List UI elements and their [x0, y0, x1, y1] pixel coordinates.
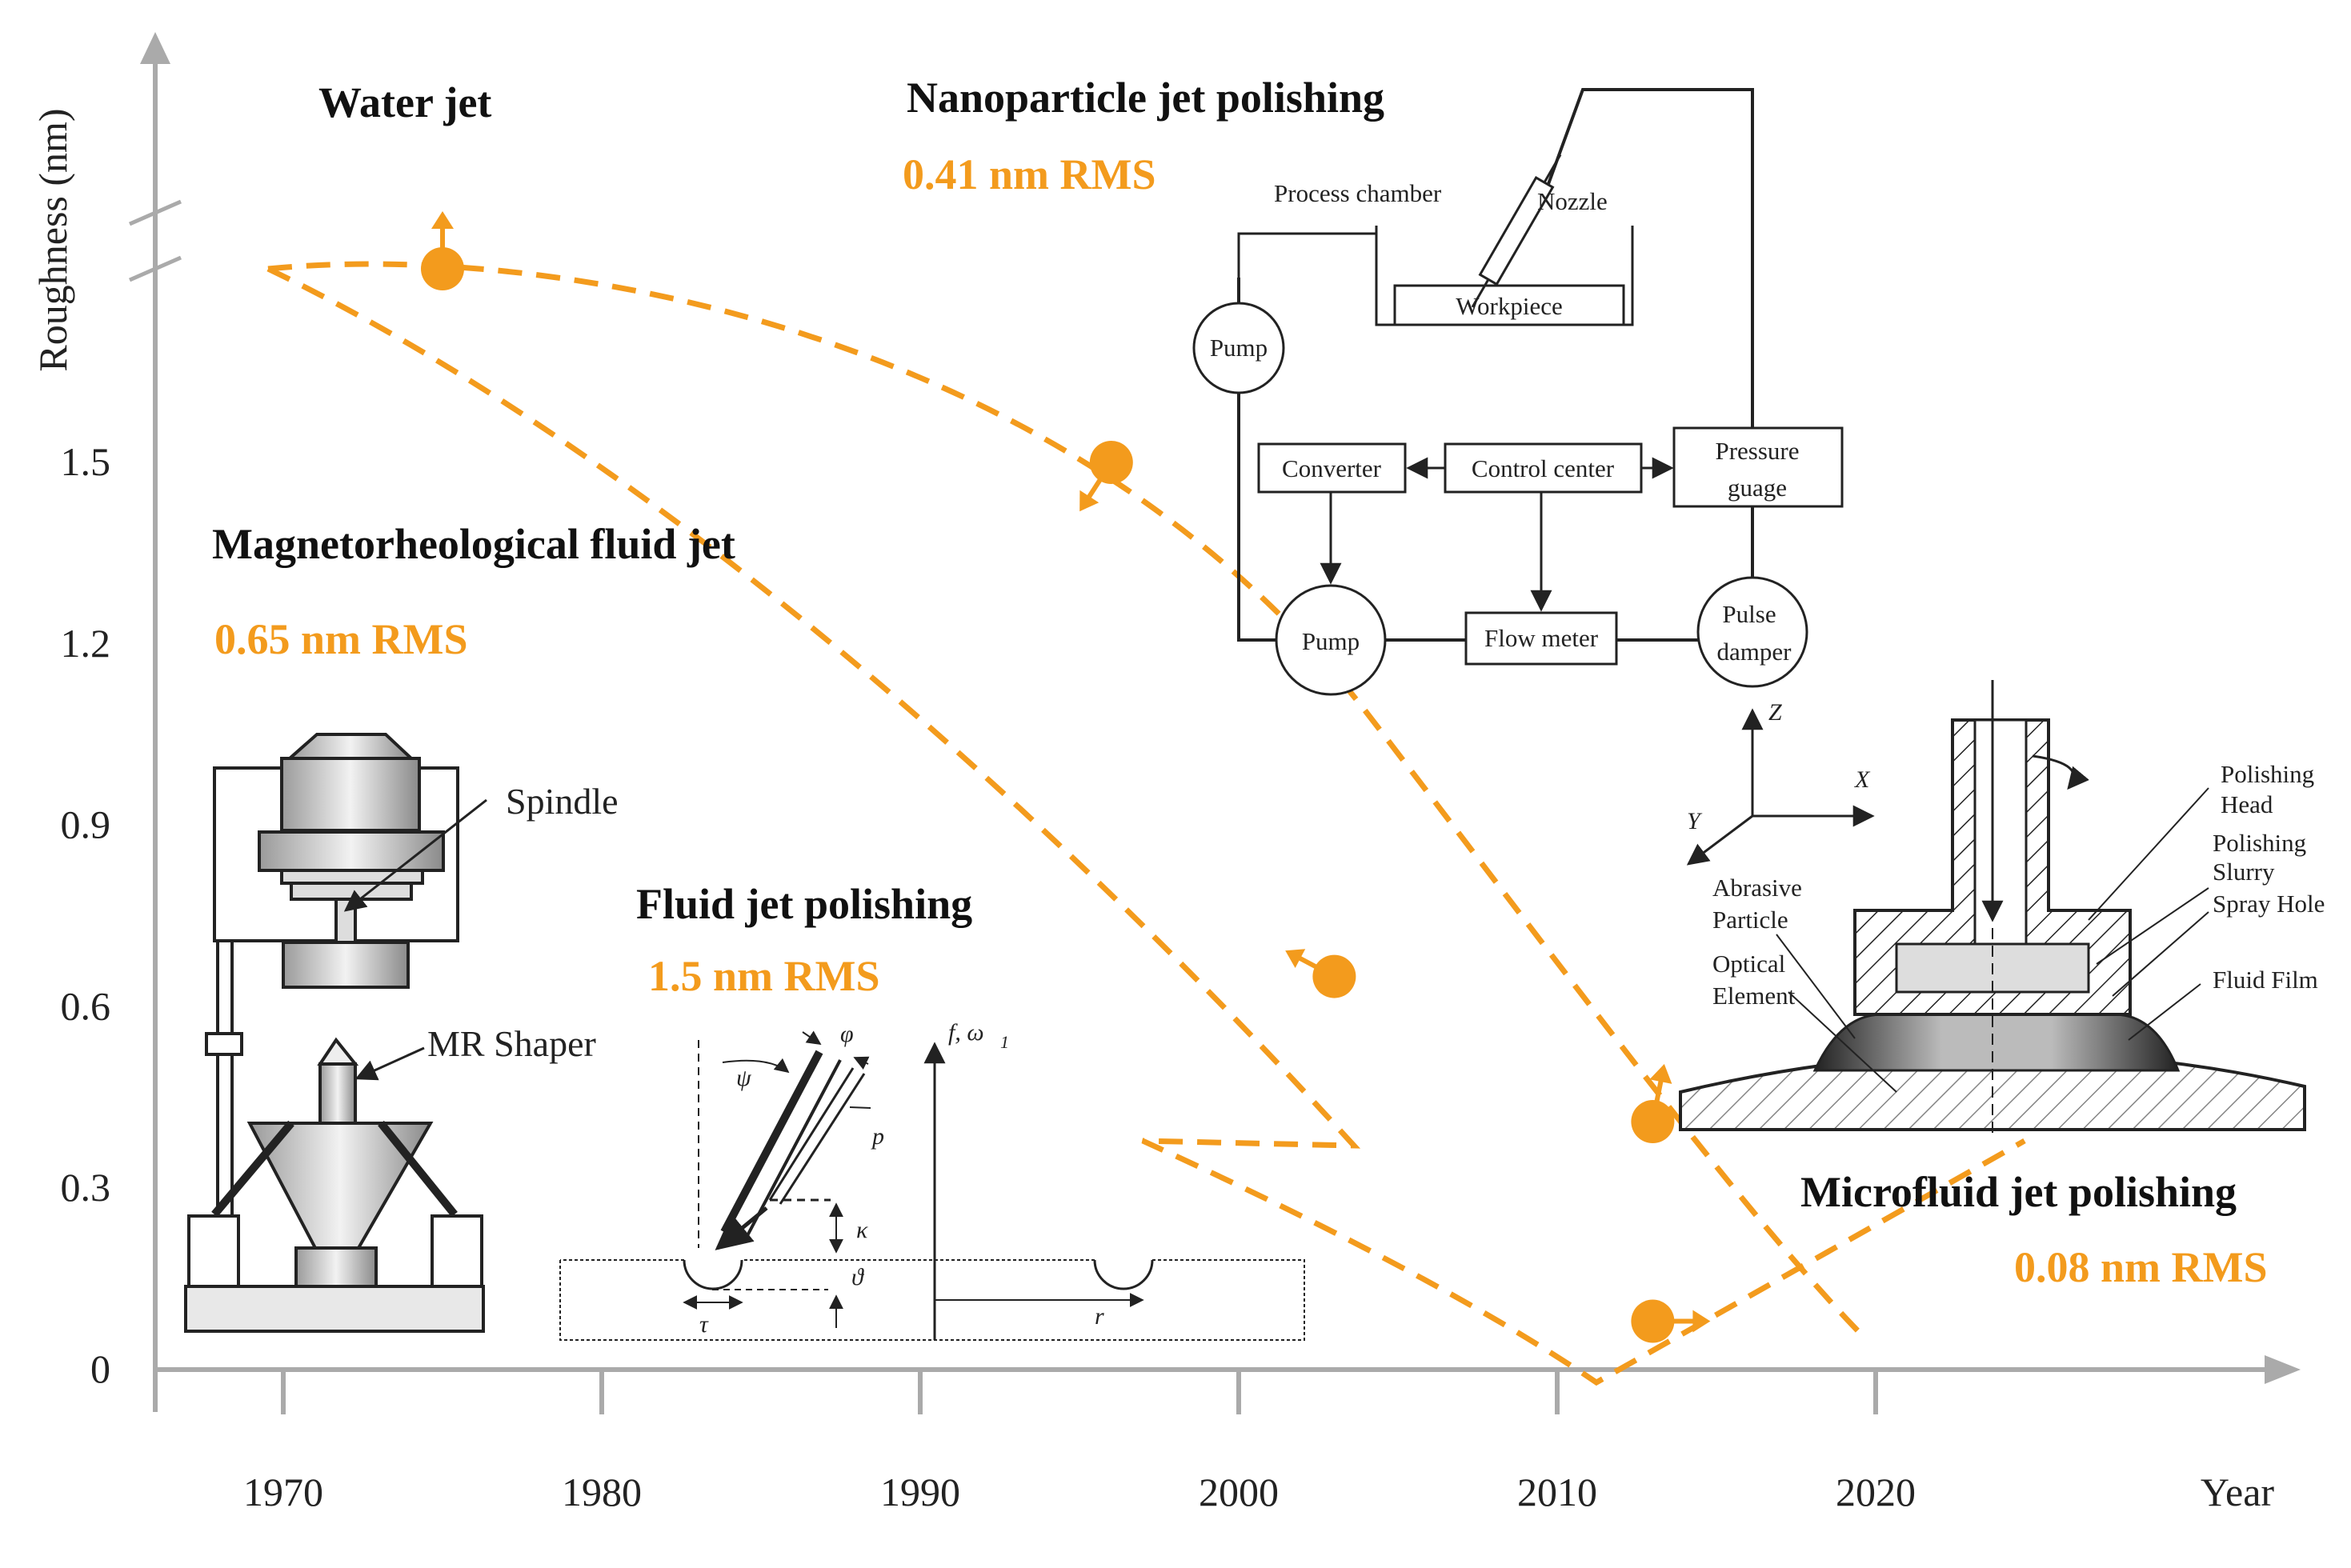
marker-dot: [1631, 1299, 1675, 1343]
svg-text:Pulse: Pulse: [1722, 600, 1776, 628]
svg-text:Element: Element: [1712, 982, 1796, 1010]
data-point-5: [1631, 1299, 1711, 1343]
y-axis-label: Roughness (nm): [30, 108, 75, 371]
y-tick-label-0.9: 0.9: [61, 802, 111, 847]
marker-dot: [1631, 1100, 1675, 1144]
svg-text:Spray Hole: Spray Hole: [2213, 890, 2325, 918]
x-tick-label-1970: 1970: [243, 1470, 323, 1514]
x-tick-label-2020: 2020: [1836, 1470, 1916, 1514]
data-markers: [421, 211, 1711, 1343]
y-tick-label-0.6: 0.6: [61, 983, 111, 1028]
data-point-3: [1285, 949, 1356, 998]
microfluid-diagram-labels: Z X Y Abrasive Particle Optical Element …: [1687, 699, 2325, 1010]
svg-text:Particle: Particle: [1712, 906, 1788, 934]
label-mr-shaper: MR Shaper: [427, 1023, 596, 1064]
svg-text:Pump: Pump: [1302, 627, 1360, 655]
title-mr-fluid-jet: Magnetorheological fluid jet: [212, 520, 735, 568]
svg-text:Z: Z: [1768, 699, 1782, 726]
marker-dot: [1089, 441, 1133, 484]
fluid-jet-symbols: φ ψ p κ ϑ τ r f, ω 1: [699, 1019, 1104, 1338]
svg-text:Abrasive: Abrasive: [1712, 874, 1802, 902]
axis-break-mark-1: [128, 199, 182, 226]
svg-text:Process chamber: Process chamber: [1274, 179, 1442, 207]
y-axis: [128, 32, 182, 1412]
x-tick-label-2000: 2000: [1199, 1470, 1279, 1514]
svg-text:Pump: Pump: [1210, 334, 1268, 362]
svg-text:Head: Head: [2221, 790, 2273, 818]
title-nanoparticle-jet: Nanoparticle jet polishing: [907, 74, 1384, 122]
x-tick-label-1990: 1990: [880, 1470, 960, 1514]
title-fluid-jet: Fluid jet polishing: [636, 880, 972, 928]
svg-text:damper: damper: [1717, 638, 1792, 666]
rms-fluid-jet: 1.5 nm RMS: [648, 952, 880, 1000]
svg-text:guage: guage: [1728, 474, 1787, 502]
svg-text:Optical: Optical: [1712, 950, 1785, 978]
rms-mr-fluid: 0.65 nm RMS: [214, 615, 468, 663]
x-axis: [155, 1355, 2301, 1384]
svg-text:Slurry: Slurry: [2213, 858, 2275, 886]
y-tick-label-1.2: 1.2: [61, 621, 111, 666]
marker-dot: [421, 247, 464, 290]
title-microfluid-jet: Microfluid jet polishing: [1800, 1168, 2237, 1216]
x-tick-label-2010: 2010: [1517, 1470, 1597, 1514]
svg-text:ψ: ψ: [736, 1065, 752, 1091]
svg-text:Nozzle: Nozzle: [1537, 187, 1608, 215]
y-tick-label-0: 0: [90, 1346, 110, 1391]
marker-dot: [1312, 954, 1356, 998]
rms-nanoparticle: 0.41 nm RMS: [903, 150, 1156, 198]
svg-text:φ: φ: [840, 1021, 854, 1047]
label-spindle: Spindle: [506, 781, 619, 822]
svg-text:Control center: Control center: [1472, 454, 1615, 482]
y-tick-marks: 0 0.3 0.6 0.9 1.2 1.5: [61, 439, 111, 1391]
nanoparticle-system-diagram: [1192, 88, 1844, 696]
rms-microfluid: 0.08 nm RMS: [2014, 1243, 2268, 1291]
svg-text:τ: τ: [699, 1311, 709, 1338]
mr-device-diagram: [184, 733, 487, 1333]
svg-text:r: r: [1095, 1303, 1104, 1330]
axis-break-mark-2: [128, 255, 182, 282]
nozzle-shape: [1471, 154, 1562, 308]
microfluid-head-diagram: [1679, 680, 2306, 1136]
svg-text:Pressure: Pressure: [1715, 437, 1799, 465]
fluid-jet-schematic: [559, 1030, 1305, 1341]
y-tick-label-0.3: 0.3: [61, 1165, 111, 1210]
svg-text:f, ω: f, ω: [948, 1019, 984, 1046]
svg-text:Converter: Converter: [1282, 454, 1382, 482]
x-tick-marks: 1970 1980 1990 2000 2010 2020: [243, 1370, 1916, 1514]
x-tick-label-1980: 1980: [562, 1470, 642, 1514]
x-axis-label: Year: [2201, 1470, 2274, 1514]
svg-text:κ: κ: [856, 1217, 868, 1243]
svg-text:Polishing: Polishing: [2221, 760, 2314, 788]
y-tick-label-1.5: 1.5: [61, 439, 111, 484]
svg-text:Polishing: Polishing: [2213, 829, 2306, 857]
svg-text:Workpiece: Workpiece: [1456, 292, 1563, 320]
title-water-jet: Water jet: [318, 78, 491, 126]
data-point-4: [1631, 1064, 1675, 1144]
data-point-1: [421, 211, 464, 290]
data-point-2: [1079, 441, 1133, 512]
svg-text:1: 1: [1000, 1032, 1009, 1052]
nanoparticle-diagram-labels: Process chamber Nozzle Workpiece Pump Co…: [1210, 179, 1800, 666]
svg-text:Fluid Film: Fluid Film: [2213, 966, 2318, 994]
svg-text:p: p: [871, 1123, 884, 1150]
svg-text:Y: Y: [1687, 808, 1703, 834]
svg-text:X: X: [1854, 766, 1871, 793]
svg-text:ϑ: ϑ: [851, 1264, 865, 1290]
svg-text:Flow meter: Flow meter: [1484, 624, 1599, 652]
